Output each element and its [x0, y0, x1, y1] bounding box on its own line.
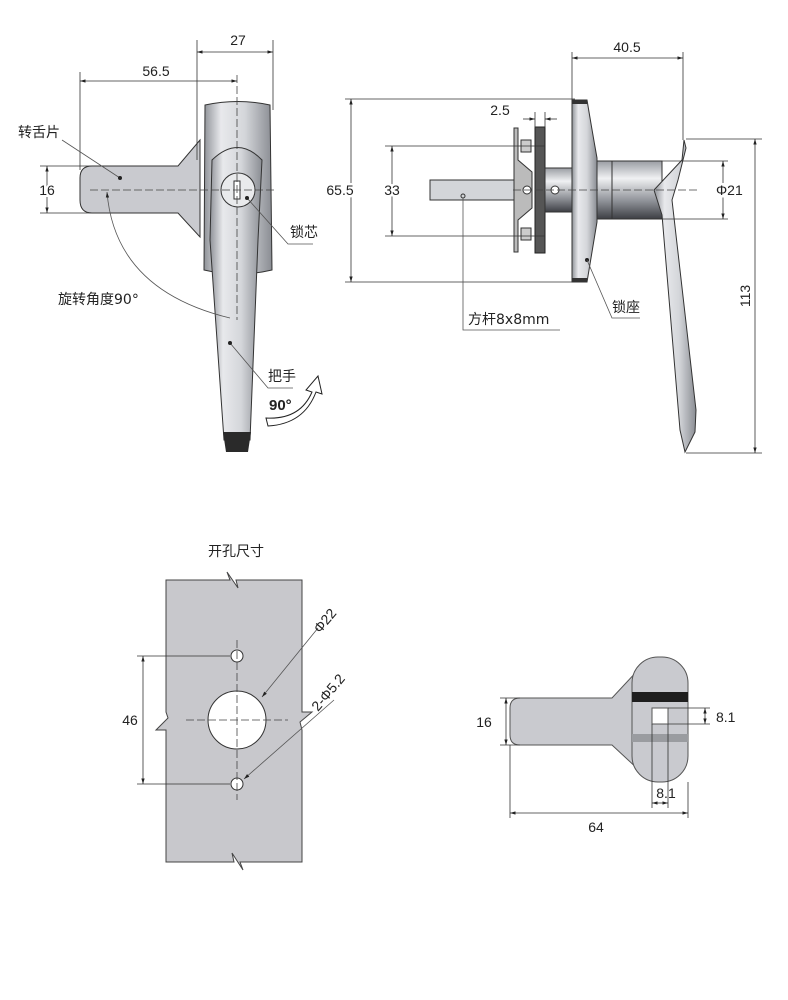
dim-46: 46: [122, 712, 138, 728]
dim-40-5: 40.5: [613, 39, 640, 55]
handle-grip-end: [223, 432, 251, 452]
dim-phi-5-2: 2-Φ5.2: [308, 670, 348, 713]
tongue-dim-16: 16: [476, 714, 492, 730]
side-handle-lever: [653, 139, 697, 454]
label-cylinder: 锁芯: [290, 225, 318, 241]
dim-16: 16: [39, 182, 55, 198]
dim-33: 33: [384, 182, 400, 198]
dim-65-5: 65.5: [326, 182, 353, 198]
front-view: 27 56.5 16 转舌片 锁芯 旋转角度90° 把手 90°: [18, 32, 323, 452]
side-view: 40.5 65.5 2.5 33 Φ21 113 方杆8x8mm 锁座: [324, 39, 762, 454]
dim-phi-22: Φ22: [310, 605, 340, 636]
tongue-dim-64: 64: [588, 819, 604, 835]
label-base: 锁座: [612, 300, 640, 316]
rotation-badge: 90°: [269, 397, 292, 414]
cutout-view: 开孔尺寸 46 Φ22 2-Φ5.2: [120, 544, 348, 871]
square-shaft: [429, 179, 526, 201]
tongue-detail: [509, 666, 641, 773]
cutout-title: 开孔尺寸: [208, 544, 264, 560]
tongue-dim-8-1-w: 8.1: [656, 785, 676, 801]
tongue-dim-8-1-h: 8.1: [716, 709, 736, 725]
label-handle: 把手: [268, 369, 296, 385]
dim-113: 113: [737, 285, 753, 308]
dim-phi-21: Φ21: [716, 182, 743, 198]
tongue: [79, 138, 201, 239]
dim-2-5: 2.5: [490, 102, 510, 118]
label-tongue: 转舌片: [18, 125, 60, 141]
tongue-view: 16 8.1 8.1 64: [476, 656, 736, 835]
square-hole: [651, 707, 669, 725]
rotate-arrow-icon: [265, 374, 323, 427]
label-rotation: 旋转角度90°: [58, 292, 139, 308]
dim-27: 27: [230, 32, 246, 48]
dim-56-5: 56.5: [142, 63, 169, 79]
lock-base: [571, 99, 598, 283]
label-shaft: 方杆8x8mm: [468, 312, 549, 328]
